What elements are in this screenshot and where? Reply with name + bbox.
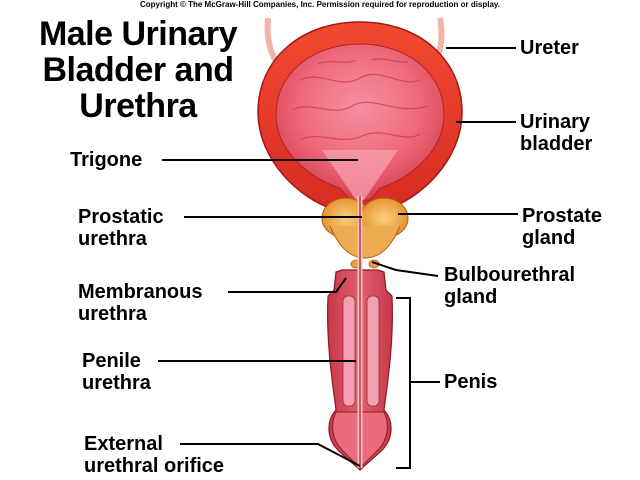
- title-line: Urethra: [79, 87, 197, 125]
- title-line: Bladder and: [42, 51, 234, 89]
- label-text: urethral orifice: [84, 455, 225, 477]
- bladder-rugae: [291, 58, 429, 141]
- label-text: Penis: [444, 371, 498, 393]
- label-text: Urinary: [520, 111, 591, 133]
- label-external-urethral-orifice: External urethral orifice: [84, 433, 224, 477]
- label-trigone: Trigone: [70, 149, 142, 171]
- label-text: Bulbourethral: [444, 264, 576, 286]
- leader-external-orifice: [180, 443, 361, 467]
- label-text: gland: [522, 227, 576, 249]
- label-prostatic-urethra: Prostatic urethra: [78, 206, 164, 250]
- label-text: Membranous: [78, 281, 203, 303]
- label-text: External: [84, 433, 163, 455]
- label-membranous-urethra: Membranous urethra: [78, 281, 202, 325]
- label-text: urethra: [78, 303, 147, 325]
- label-text: Prostatic: [78, 206, 164, 228]
- label-ureter: Ureter: [520, 37, 579, 59]
- label-bulbourethral-gland: Bulbourethral gland: [444, 264, 575, 308]
- label-text: gland: [444, 286, 498, 308]
- label-text: Trigone: [70, 149, 143, 171]
- label-text: Ureter: [520, 37, 579, 59]
- label-text: Penile: [82, 350, 141, 372]
- label-penile-urethra: Penile urethra: [82, 350, 151, 394]
- label-penis: Penis: [444, 371, 497, 393]
- leader-penis-bracket: [396, 297, 411, 469]
- leader-bulbourethral: [371, 261, 439, 277]
- leader-membranous: [228, 277, 347, 293]
- corpus-right: [366, 295, 380, 407]
- label-prostate-gland: Prostate gland: [522, 205, 602, 249]
- diagram-title: Male Urinary Bladder and Urethra: [18, 16, 258, 124]
- label-text: Prostate: [522, 205, 603, 227]
- label-urinary-bladder: Urinary bladder: [520, 111, 592, 155]
- copyright-notice: Copyright © The McGraw-Hill Companies, I…: [139, 0, 501, 9]
- label-text: bladder: [520, 133, 593, 155]
- leader-lines: [158, 47, 518, 469]
- label-text: urethra: [78, 228, 147, 250]
- prostate-lower: [329, 225, 401, 259]
- label-text: urethra: [82, 372, 151, 394]
- corpus-left: [342, 295, 356, 407]
- trigone-region: [322, 150, 398, 200]
- title-line: Male Urinary: [38, 15, 238, 53]
